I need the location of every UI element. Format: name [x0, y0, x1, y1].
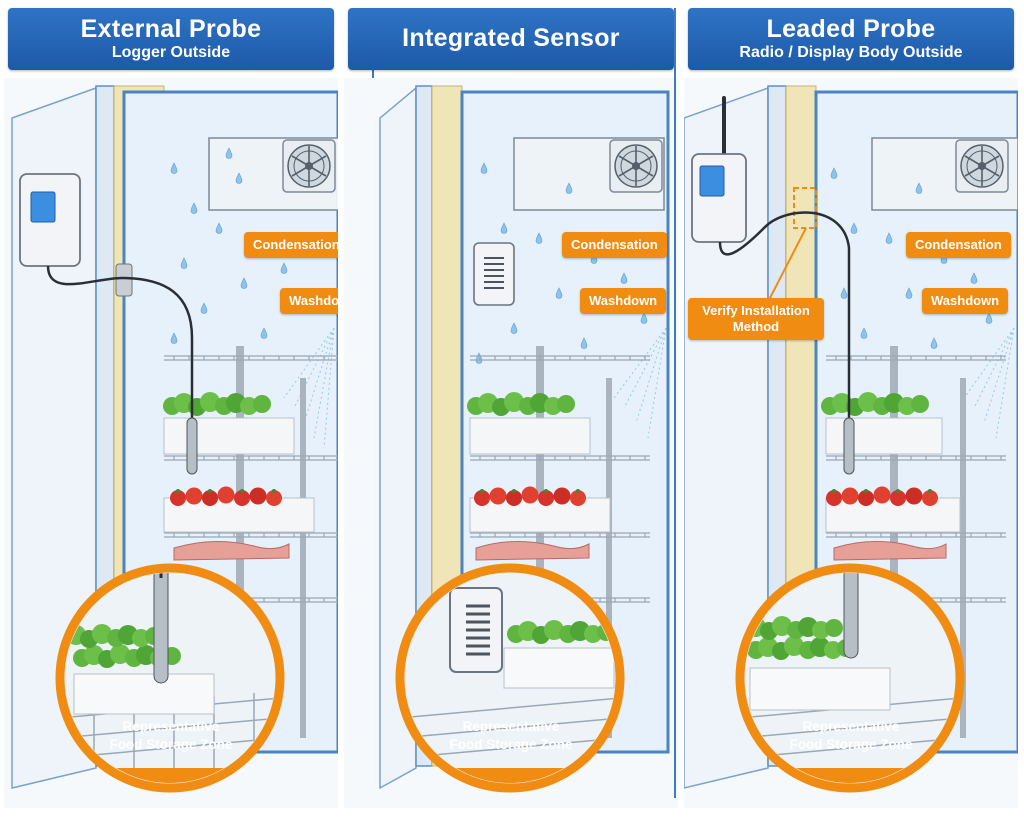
verify-callout: Verify Installation Method	[688, 298, 824, 340]
food-tray	[469, 497, 611, 533]
panel-title: External Probe	[80, 15, 262, 43]
panel-title: Leaded Probe	[766, 15, 936, 43]
cable-gland	[115, 263, 133, 297]
magnifier-circle-icon	[55, 563, 285, 793]
food-tray	[469, 417, 591, 455]
washdown-callout: Washdown	[922, 288, 1009, 314]
meat-icon	[173, 541, 290, 561]
panel-integrated-sensor: Integrated Sensor	[344, 0, 678, 819]
meat-icon	[475, 540, 590, 561]
panel-subtitle: Radio / Display Body Outside	[739, 44, 963, 61]
magnifier-circle-icon	[395, 563, 625, 793]
integrated-sensor-icon	[473, 242, 515, 306]
data-logger-icon	[691, 153, 747, 243]
condensation-callout: Condensation	[244, 232, 338, 258]
verify-arrow	[769, 227, 807, 299]
panel-leaded-probe: Leaded Probe Radio / Display Body Outsid…	[684, 0, 1018, 819]
food-tray	[825, 417, 943, 455]
panel-external-probe: External Probe Logger Outside	[4, 0, 338, 819]
fan-icon	[282, 139, 336, 193]
panel-subtitle: Logger Outside	[111, 44, 231, 61]
probe-icon	[843, 417, 855, 475]
washdown-callout: Washdown	[280, 288, 338, 314]
zone-label: Representative Food Storage Zone	[789, 719, 913, 752]
panel-banner: External Probe Logger Outside	[8, 8, 334, 70]
probe-icon	[186, 417, 198, 475]
panel-banner: Integrated Sensor	[348, 8, 674, 70]
outer-wall	[684, 86, 769, 789]
magnifier-circle-icon	[735, 563, 965, 793]
washdown-callout: Washdown	[580, 288, 667, 314]
fan-icon	[609, 139, 663, 193]
condensation-callout: Condensation	[906, 232, 1011, 258]
spray-nozzle-icon	[613, 327, 667, 439]
panel-divider	[674, 8, 676, 798]
panel-title: Integrated Sensor	[402, 24, 620, 52]
zone-label: Representative Food Storage Zone	[449, 719, 573, 752]
cold-room-scene	[4, 78, 338, 808]
integrated-sensor-icon	[449, 587, 503, 673]
cold-room-scene	[344, 78, 678, 808]
food-tray	[163, 417, 295, 455]
panel-banner: Leaded Probe Radio / Display Body Outsid…	[688, 8, 1014, 70]
outer-wall	[379, 86, 417, 790]
cold-room-scene	[684, 78, 1018, 808]
meat-icon	[833, 540, 947, 561]
probe-cable	[46, 265, 194, 448]
fan-icon	[955, 139, 1009, 193]
spray-nozzle-icon	[283, 327, 335, 449]
probe-cable	[718, 211, 851, 448]
zone-label: Representative Food Storage Zone	[109, 719, 233, 752]
condensation-callout: Condensation	[562, 232, 667, 258]
data-logger-icon	[19, 173, 81, 267]
